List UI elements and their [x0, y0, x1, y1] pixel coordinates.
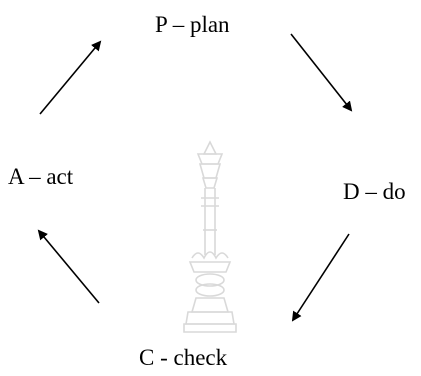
stage-label-do: D – do	[343, 179, 406, 204]
stage-label-act: A – act	[8, 164, 74, 189]
arrow-up-right-icon	[39, 40, 102, 115]
stage-label-plan: P – plan	[155, 12, 230, 37]
arrow-up-left-icon	[37, 229, 100, 304]
stage-label-check: C - check	[139, 345, 228, 370]
arrow-down-left-icon	[291, 233, 350, 322]
emblem-watermark-icon	[183, 140, 237, 333]
arrow-down-right-icon	[290, 33, 353, 112]
